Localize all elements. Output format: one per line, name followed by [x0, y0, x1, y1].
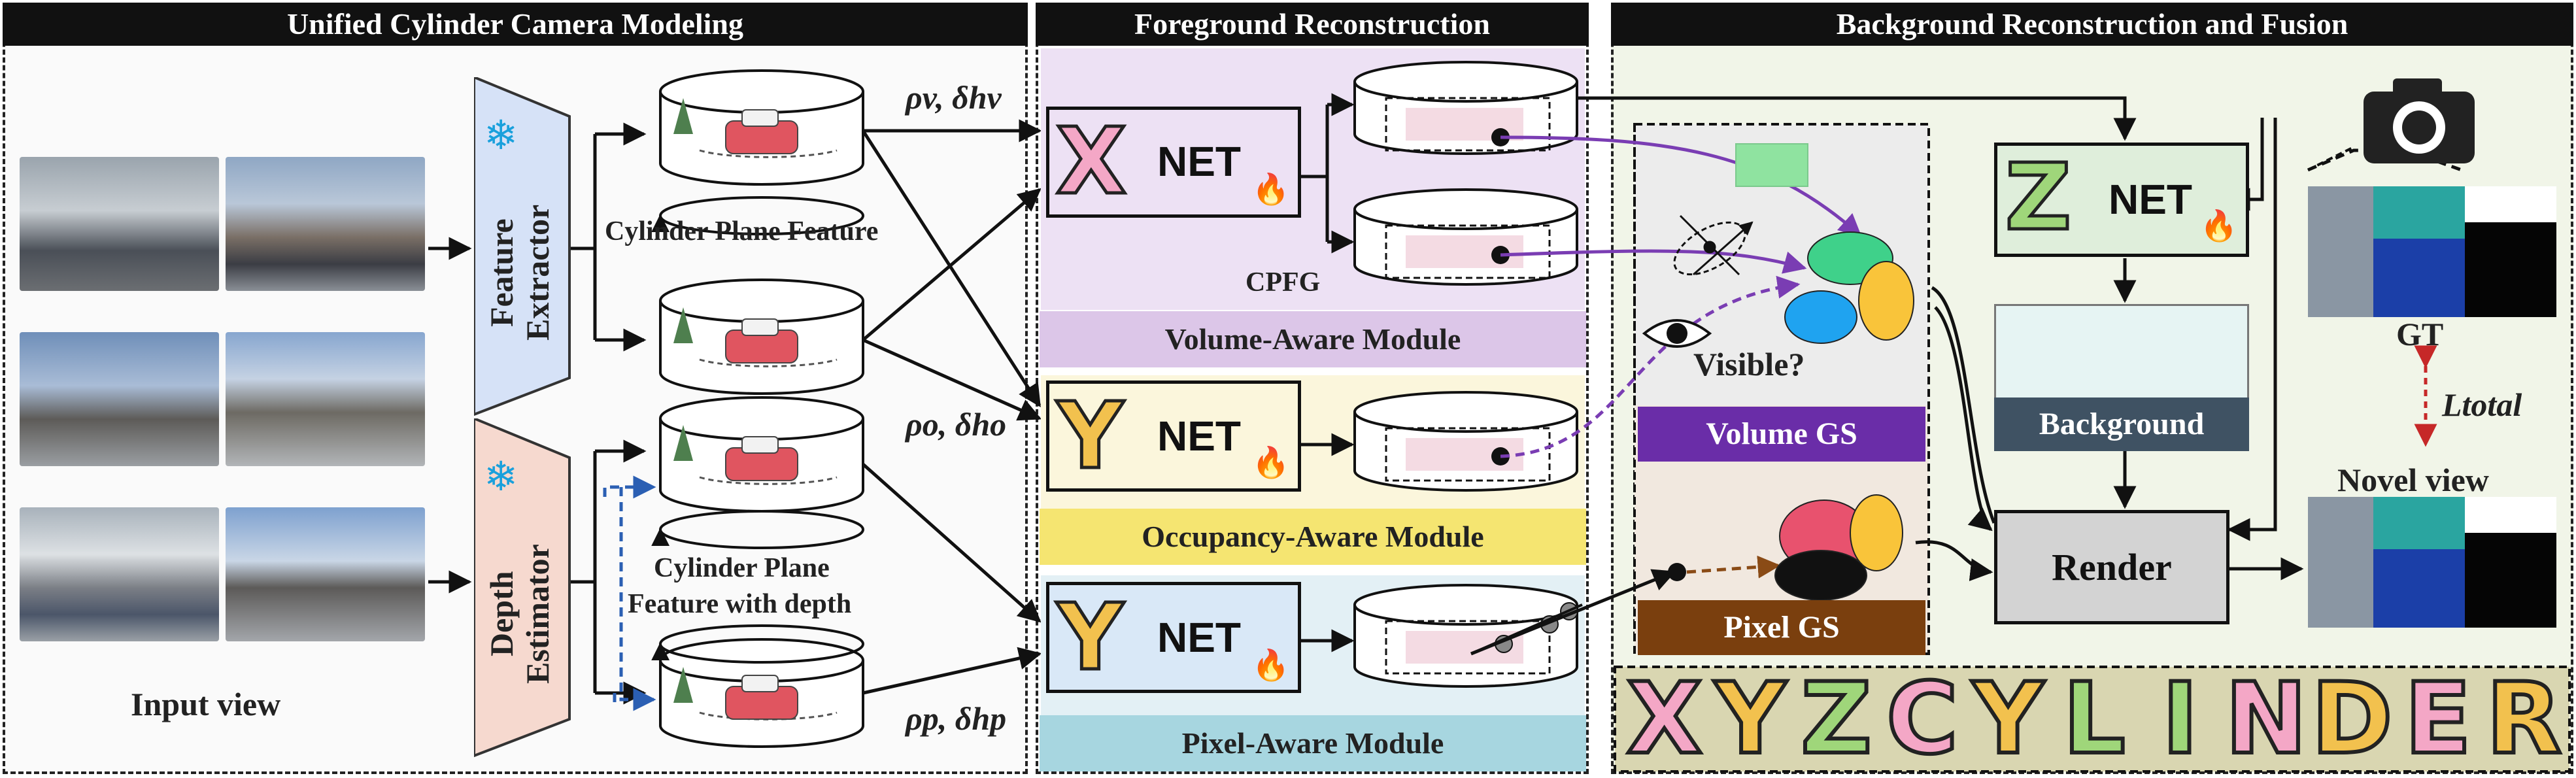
arrow — [862, 188, 1042, 341]
feature-extractor-shape — [474, 77, 571, 416]
render-block: Render — [1994, 510, 2229, 624]
gt-label: GT — [2396, 316, 2444, 352]
cylinder-plane-feature-label: Cylinder Plane Feature — [605, 216, 879, 246]
feature-cylinder — [1353, 391, 1578, 492]
cylinder-plane-depth-label-2: Feature with depth — [628, 589, 852, 619]
gaussian-yellow — [1858, 261, 1914, 341]
novel-view-label: Novel view — [2337, 462, 2489, 498]
fire-icon: 🔥 — [1252, 445, 1290, 480]
fire-icon: 🔥 — [1252, 171, 1290, 207]
depth-estimator-shape — [474, 418, 571, 758]
fire-icon: 🔥 — [2200, 208, 2238, 243]
right-section-title: Background Reconstruction and Fusion — [1611, 3, 2573, 46]
brand-letter: L — [2061, 660, 2127, 778]
y-letter: Y — [1055, 383, 1125, 490]
gaussian-patch — [1735, 143, 1808, 187]
input-image-2 — [226, 157, 425, 291]
visible-label: Visible? — [1693, 346, 1805, 382]
feature-cylinder — [1353, 584, 1583, 688]
tree-icon — [673, 98, 693, 703]
gaussian-black — [1774, 550, 1867, 601]
x-net-block — [1046, 107, 1301, 218]
axes-icon — [1673, 214, 1754, 276]
middle-section-title: Foreground Reconstruction — [1036, 3, 1589, 46]
input-image-1 — [20, 157, 219, 291]
input-image-6 — [226, 507, 425, 641]
background-label: Background — [1994, 397, 2249, 451]
y-net-block-pixel — [1046, 582, 1301, 693]
arrow — [862, 647, 1042, 695]
y-net-label: NET — [1157, 614, 1241, 661]
brand-letter: C — [1884, 660, 1960, 778]
brand-letter: X — [1625, 660, 1704, 778]
cpfg-label: CPFG — [1246, 267, 1321, 297]
gaussian-blue — [1784, 290, 1857, 344]
snowflake-icon: ❄ — [484, 452, 518, 500]
y-net-label: NET — [1157, 413, 1241, 460]
y-net-block-occupancy — [1046, 381, 1301, 492]
arrow — [861, 129, 1042, 407]
z-letter: Z — [2003, 144, 2073, 251]
cylinder-plane-depth-label-1: Cylinder Plane — [654, 553, 830, 583]
occupancy-aware-module: Occupancy-Aware Module — [1040, 509, 1586, 565]
feature-cylinder — [1353, 61, 1578, 155]
gaussian-yellow — [1850, 494, 1903, 571]
z-net-block — [1994, 143, 2249, 257]
x-net-label: NET — [1157, 138, 1241, 185]
input-image-5 — [20, 507, 219, 641]
car-icon — [725, 109, 798, 720]
loss-label: Ltotal — [2442, 386, 2522, 423]
y-letter: Y — [1055, 584, 1125, 691]
left-section-title: Unified Cylinder Camera Modeling — [3, 3, 1028, 46]
volume-gs-label: Volume GS — [1638, 407, 1925, 462]
param-occupancy-label: ρo, δho — [906, 406, 1007, 443]
brand-letter: E — [2403, 660, 2473, 778]
param-pixel-label: ρp, δhp — [906, 700, 1007, 737]
brand-letter: Y — [1971, 660, 2046, 778]
snowflake-icon: ❄ — [484, 111, 518, 159]
x-letter: X — [1055, 109, 1128, 215]
brand-letter: R — [2484, 660, 2564, 778]
feature-cylinder — [1353, 188, 1578, 286]
input-image-3 — [20, 332, 219, 466]
input-view-label: Input view — [131, 686, 281, 722]
input-image-4 — [226, 332, 425, 466]
brand-letter: I — [2160, 660, 2201, 778]
z-net-label: NET — [2109, 176, 2192, 223]
brand-letter: Z — [1799, 660, 1874, 778]
pixel-aware-module: Pixel-Aware Module — [1040, 715, 1586, 771]
param-volume-label: ρv, δhv — [906, 79, 1002, 116]
camera-icon — [2364, 78, 2475, 163]
volume-aware-module: Volume-Aware Module — [1040, 311, 1586, 367]
fire-icon: 🔥 — [1252, 647, 1290, 683]
eye-icon — [1642, 319, 1712, 348]
brand-letter: D — [2309, 660, 2395, 778]
arrow — [862, 463, 1042, 623]
pixel-gs-label: Pixel GS — [1638, 600, 1925, 655]
brand-letter: N — [2223, 660, 2309, 778]
brand-letter: Y — [1713, 660, 1788, 778]
arrow — [862, 338, 1042, 421]
